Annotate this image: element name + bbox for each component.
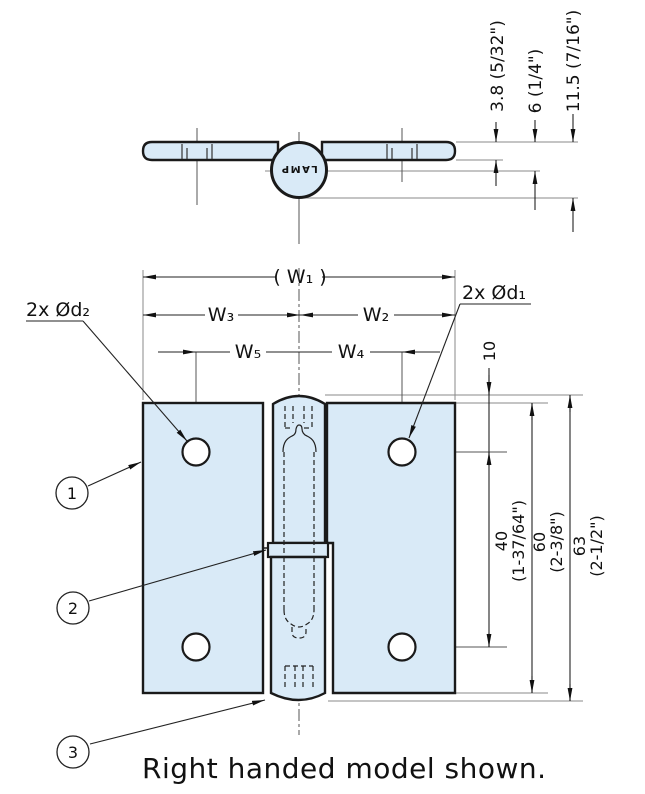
d1-leader <box>408 303 531 439</box>
dim-w3-label: W₃ <box>208 304 234 326</box>
callout-3-number: 3 <box>68 743 78 762</box>
pin-head-outline <box>282 424 317 453</box>
dim-w5-label: W₅ <box>235 341 261 363</box>
callout-2: 2 <box>56 549 267 625</box>
dim-60-inch-label: (2-3/8") <box>547 511 566 573</box>
lower-knuckle <box>269 555 327 702</box>
top-view-dimension-lines <box>493 114 576 232</box>
callout-2-number: 2 <box>68 599 78 618</box>
knuckle-collar <box>266 541 330 559</box>
dim-40-label: 40 <box>492 531 511 551</box>
top-view: LAMP 3.8 (5/32") 6 (1/4") 11.5 (7/16") <box>141 10 584 244</box>
top-view-knuckle <box>270 141 328 199</box>
top-view-hole-marks <box>181 144 418 159</box>
dim-d1-label: 2x Ød₁ <box>462 282 526 304</box>
dim-d2-label: 2x Ød₂ <box>26 299 90 321</box>
screw-holes <box>181 437 417 662</box>
front-view: ( W₁ ) W₃ W₂ W₅ W₄ 2x Ød₂ 2x Ød₁ <box>26 266 606 735</box>
width-dimension-lines <box>143 274 455 355</box>
d2-leader <box>26 320 188 442</box>
dim-w4-label: W₄ <box>338 341 365 363</box>
dim-w1-label: ( W₁ ) <box>273 266 326 288</box>
dim-10-label: 10 <box>480 341 499 361</box>
dim-40-inch-label: (1-37/64") <box>509 500 528 582</box>
callout-1-number: 1 <box>67 484 77 503</box>
upper-knuckle <box>271 394 327 545</box>
callout-3-balloon <box>56 735 90 769</box>
callout-1-balloon <box>55 476 89 510</box>
dim-63-inch-label: (2-1/2") <box>587 515 606 577</box>
dim-63-label: 63 <box>570 536 589 556</box>
dim-pin-center-label: 6 (1/4") <box>526 49 546 114</box>
front-view-extension-lines <box>142 270 583 702</box>
dim-thickness-label: 3.8 (5/32") <box>488 20 508 112</box>
callouts: 1 2 3 <box>55 461 267 769</box>
callout-2-balloon <box>56 591 90 625</box>
height-dimension-lines <box>486 368 573 701</box>
dim-w2-label: W₂ <box>363 304 389 326</box>
caption: Right handed model shown. <box>142 752 547 785</box>
dim-60-label: 60 <box>530 532 549 552</box>
callout-3: 3 <box>56 699 266 769</box>
lamp-logo: LAMP <box>280 163 317 174</box>
top-view-right-leaf <box>320 140 457 162</box>
callout-1: 1 <box>55 461 142 510</box>
top-view-left-leaf <box>141 140 280 162</box>
hidden-pin-lines <box>283 406 315 690</box>
dim-overall-thickness-label: 11.5 (7/16") <box>564 10 584 113</box>
